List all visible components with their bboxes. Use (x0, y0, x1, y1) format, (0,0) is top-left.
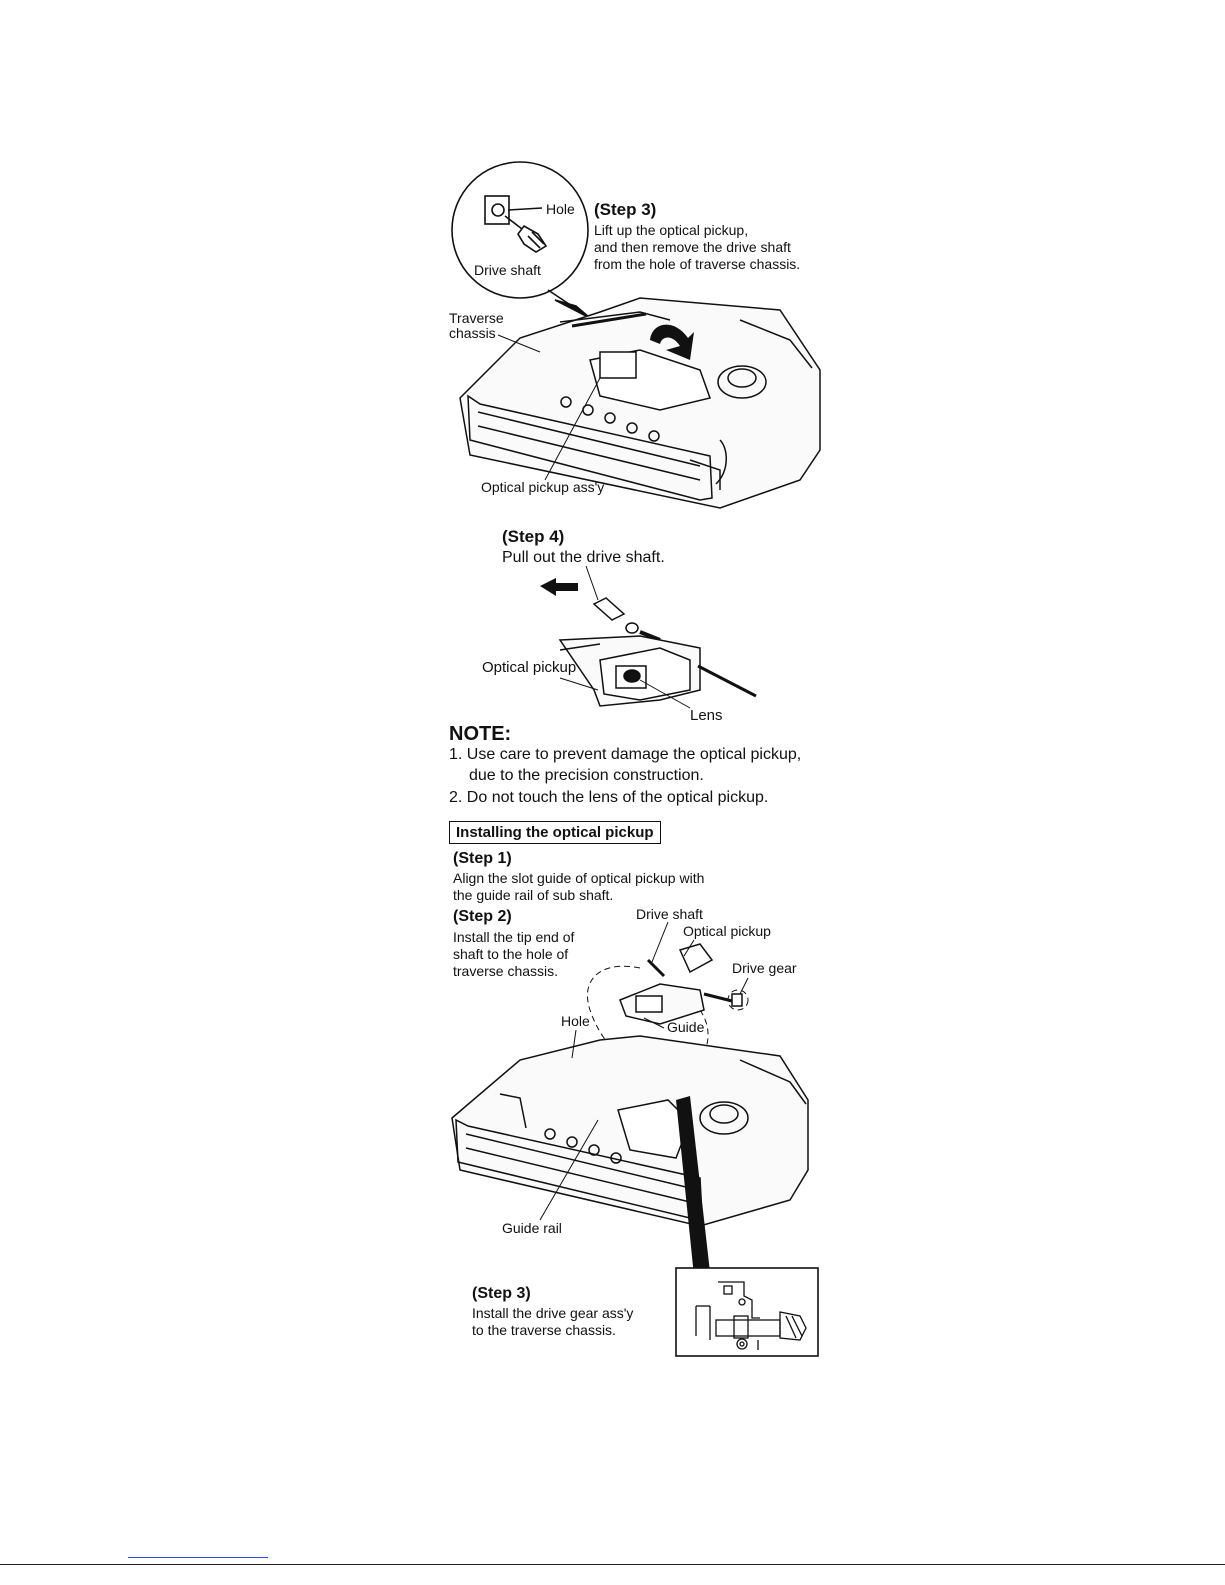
step3-title: (Step 3) (594, 200, 657, 219)
install-step3-title: (Step 3) (472, 1285, 531, 1302)
traverse-chassis-drawing (459, 297, 821, 509)
step3-line-3: from the hole of traverse chassis. (594, 256, 801, 272)
hole-label: Hole (546, 201, 575, 217)
magnifier-detail (451, 161, 591, 319)
install-step2-line-2: shaft to the hole of (453, 946, 569, 962)
install-optical-pickup-label: Optical pickup (683, 923, 771, 939)
pull-arrow (540, 578, 578, 596)
install-step2-line-3: traverse chassis. (453, 963, 559, 979)
inset-pointer (676, 1096, 710, 1276)
note-title: NOTE: (449, 723, 512, 745)
install-chassis-drawing (451, 1035, 809, 1227)
install-step2-line-1: Install the tip end of (453, 929, 575, 945)
drive-shaft-label: Drive shaft (474, 262, 541, 278)
inset-box (675, 1267, 819, 1357)
chassis-label: chassis (449, 325, 496, 341)
step4-text: Pull out the drive shaft. (502, 549, 665, 566)
lift-arrow (650, 324, 694, 360)
traverse-label: Traverse (449, 310, 504, 326)
optical-pickup-drawing (558, 597, 757, 707)
note-item-2: 2. Do not touch the lens of the optical … (449, 789, 769, 806)
install-step1-line-2: the guide rail of sub shaft. (453, 887, 614, 903)
note-item-1-cont: due to the precision construction. (469, 767, 704, 784)
install-step3-line-1: Install the drive gear ass'y (472, 1305, 634, 1321)
install-guide-rail-label: Guide rail (502, 1220, 562, 1236)
install-pickup-drawing (619, 943, 743, 1025)
footer-link-underline[interactable] (128, 1557, 268, 1558)
install-step3-line-2: to the traverse chassis. (472, 1322, 616, 1338)
install-drive-gear-label: Drive gear (732, 960, 797, 976)
note-item-1: 1. Use care to prevent damage the optica… (449, 746, 802, 763)
step4-title: (Step 4) (502, 527, 565, 546)
inset-detail (695, 1281, 807, 1350)
step3-line-2: and then remove the drive shaft (594, 239, 791, 255)
install-step1-line-1: Align the slot guide of optical pickup w… (453, 870, 705, 886)
optical-pickup-assy-label: Optical pickup ass'y (481, 479, 605, 495)
install-hole-label: Hole (561, 1013, 590, 1029)
install-guide-label: Guide (667, 1019, 705, 1035)
install-step2-title: (Step 2) (453, 908, 512, 925)
install-drive-shaft-label: Drive shaft (636, 906, 703, 922)
optical-pickup-label: Optical pickup (482, 659, 577, 676)
lens-label: Lens (690, 707, 723, 724)
step3-line-1: Lift up the optical pickup, (594, 222, 749, 238)
install-heading: Installing the optical pickup (449, 821, 661, 844)
footer-rule (0, 1564, 1225, 1565)
install-step1-title: (Step 1) (453, 850, 512, 867)
